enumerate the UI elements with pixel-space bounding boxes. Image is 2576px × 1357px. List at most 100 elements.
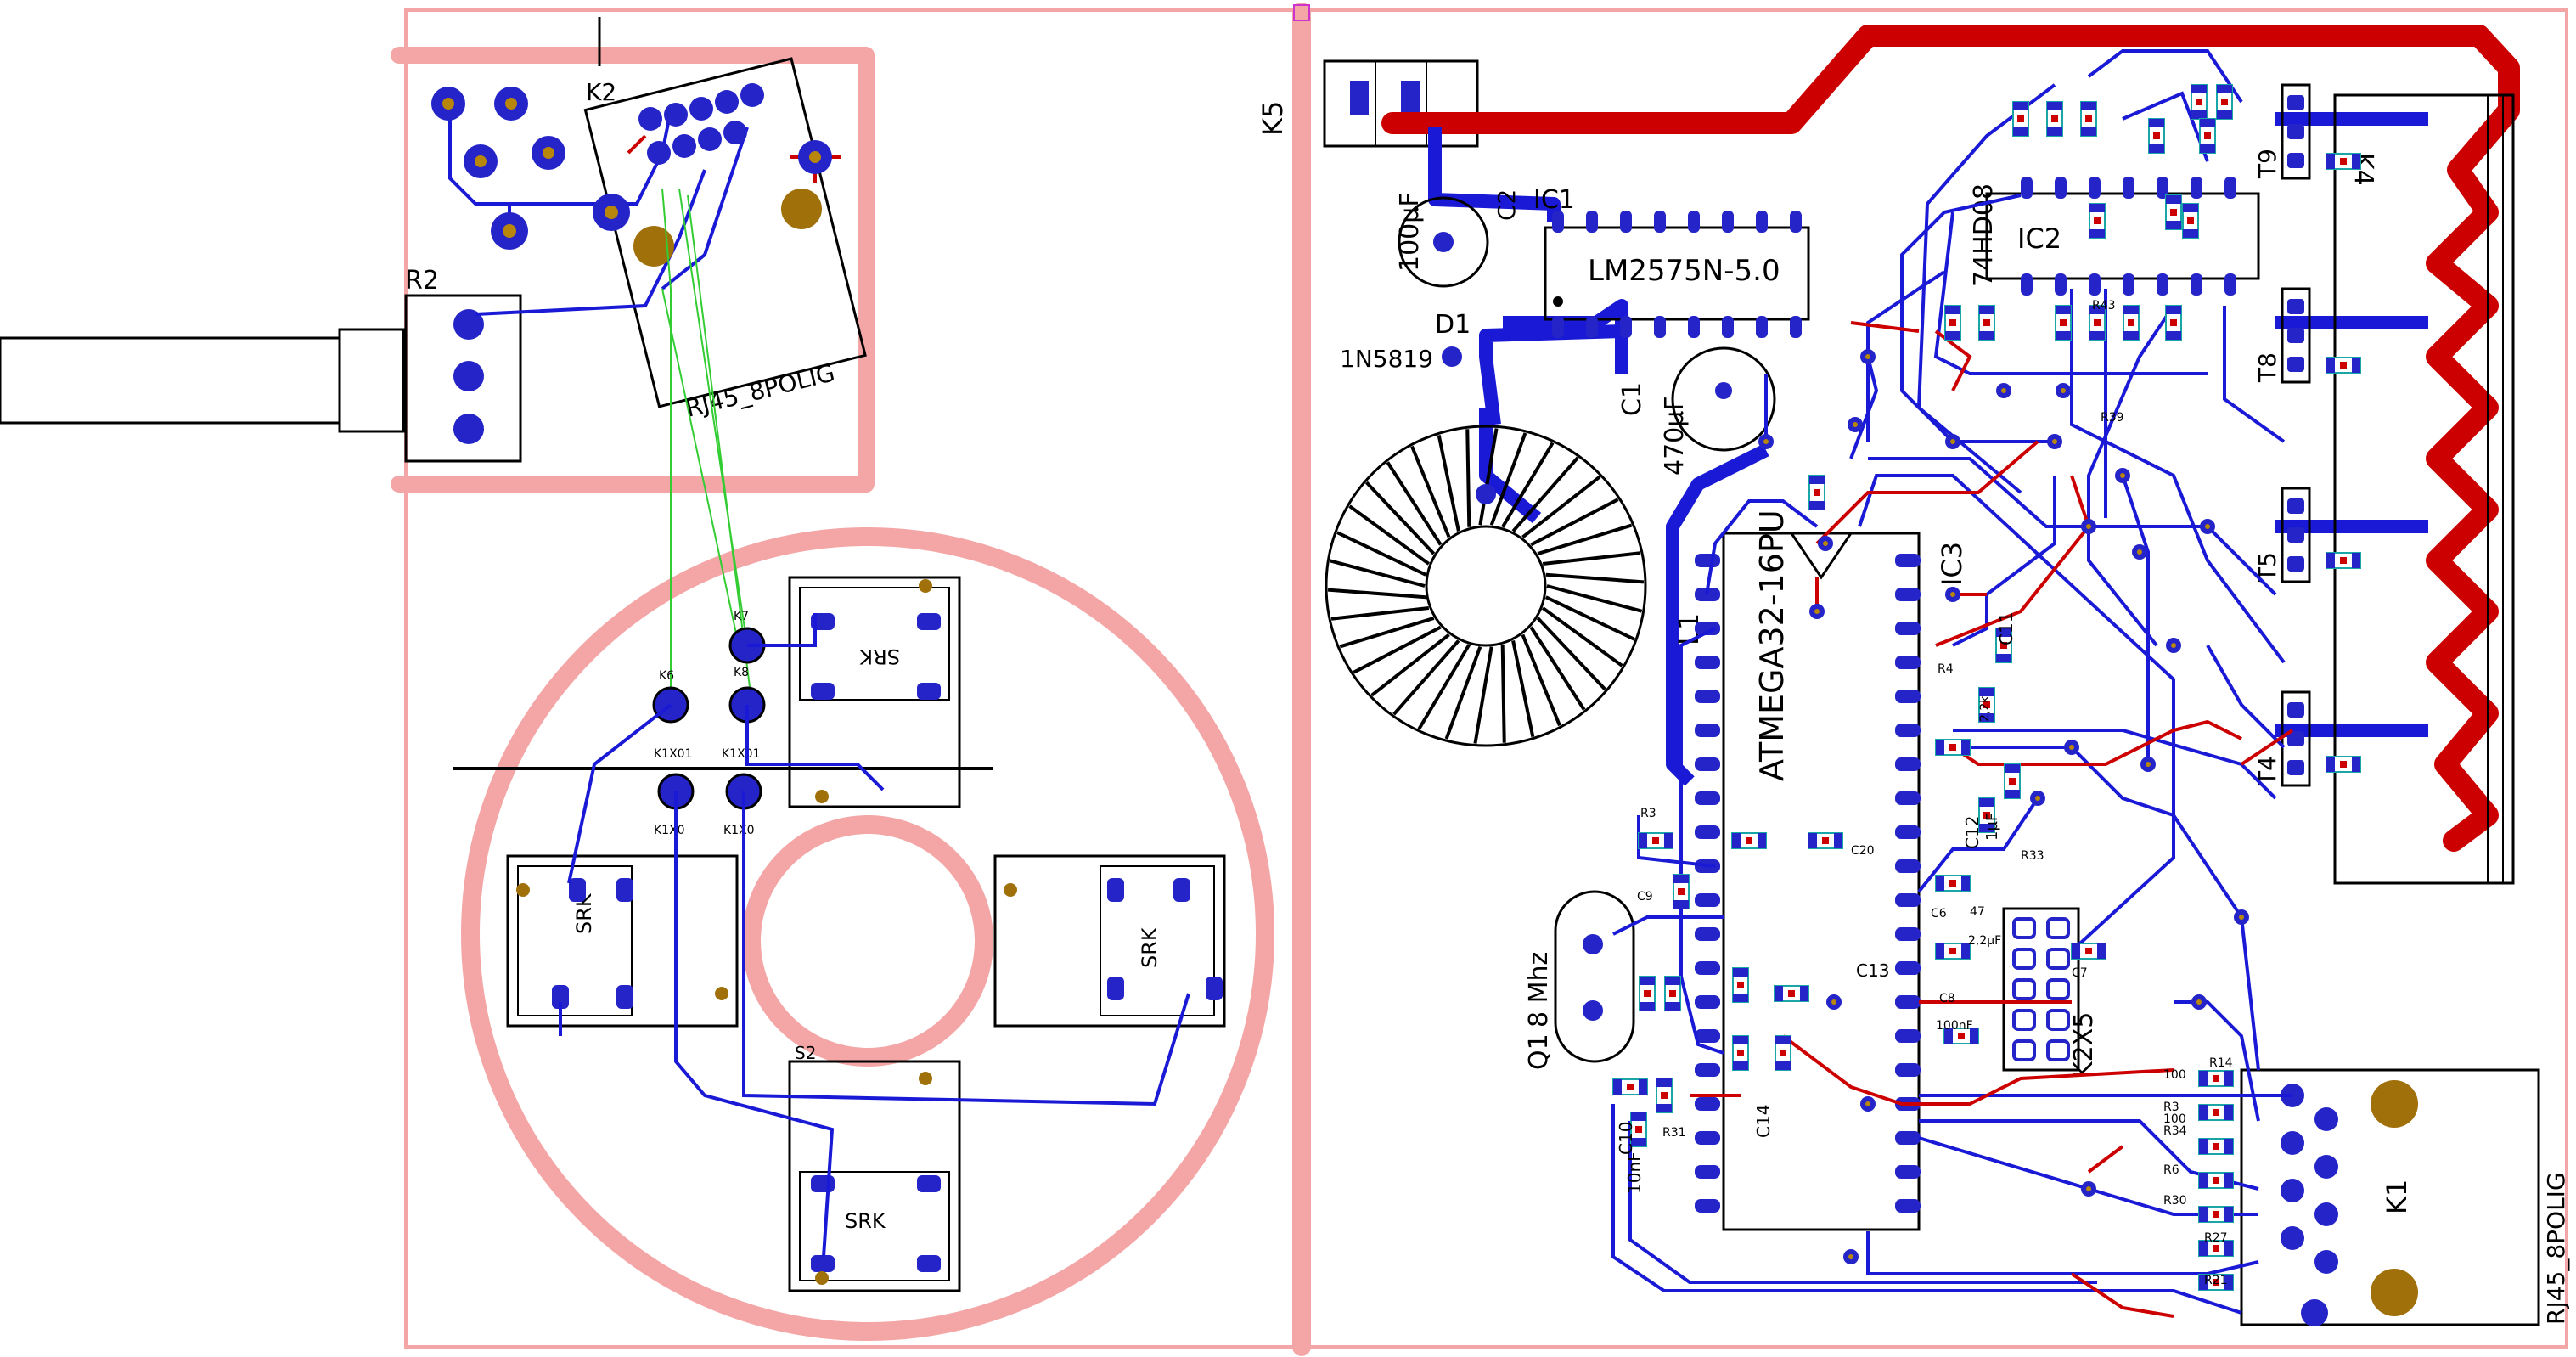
pad-hole <box>815 790 829 803</box>
toroid-winding <box>1330 606 1430 621</box>
toroid-winding <box>1546 584 1643 613</box>
smd-pad <box>1640 1002 1655 1011</box>
t9-ref: T9 <box>2253 149 2281 179</box>
smd-pad <box>2013 127 2028 136</box>
pad-label: K1X0 <box>723 824 755 837</box>
smd-pad <box>2326 553 2335 568</box>
smd-pad <box>2097 943 2106 959</box>
ic3-pin <box>1695 757 1720 771</box>
label-100b: 100 <box>2163 1112 2186 1126</box>
smd-pad <box>2224 1173 2233 1188</box>
label-c20: C20 <box>1851 844 1875 858</box>
toroid-winding <box>1511 456 1579 532</box>
pad <box>698 127 722 151</box>
airwire <box>687 194 752 701</box>
ic3-pin <box>1695 622 1720 635</box>
smd-pad <box>2224 1071 2233 1086</box>
smd-pad <box>2166 331 2181 340</box>
smd-pad <box>2005 764 2020 773</box>
ring-traces <box>559 613 1190 1258</box>
ic3-pin <box>1695 690 1720 703</box>
via-hole <box>2137 549 2142 555</box>
smd-mark <box>2051 115 2058 122</box>
right-board: K5 LM2575N-5.0 IC1 100µF C2 <box>1257 25 2570 1326</box>
smd-pad <box>2352 553 2360 568</box>
ic3-pin <box>1695 656 1720 669</box>
smd-mark <box>2213 1245 2219 1252</box>
mount-hole <box>2371 1080 2418 1128</box>
smd-pad <box>1673 900 1689 909</box>
smd-mark <box>1780 1050 1786 1056</box>
ic3-pin <box>1695 825 1720 839</box>
ic3-pin <box>1695 1029 1720 1043</box>
button-right: SRK <box>993 854 1226 1028</box>
pad <box>1173 878 1190 902</box>
k5-ref: K5 <box>1257 101 1289 136</box>
smd-pad <box>2200 119 2215 127</box>
pad-hole <box>815 1271 829 1285</box>
signal-traces <box>1611 49 2292 1315</box>
smd-mark <box>2213 1143 2219 1150</box>
k5-connector <box>1323 59 1479 148</box>
smd-pad <box>1665 1002 1680 1011</box>
smd-pad <box>1936 740 1944 755</box>
pot-ref: R2 <box>405 266 439 296</box>
smd-pad <box>2123 331 2139 340</box>
smd-mark <box>2085 948 2092 954</box>
pad <box>740 83 764 107</box>
smd-pad <box>2183 229 2198 238</box>
via-hole <box>2205 524 2210 529</box>
pad-hole <box>543 147 554 159</box>
t8-ref: T8 <box>2253 352 2281 383</box>
airwire <box>661 188 672 696</box>
pad-hole <box>809 151 821 163</box>
smd-pad <box>1936 876 1944 891</box>
ic3-pin <box>1895 656 1921 669</box>
k4-body <box>2333 93 2515 885</box>
pad <box>1107 878 1124 902</box>
pad <box>689 97 713 121</box>
toroid-winding <box>1392 639 1460 716</box>
via-hole <box>1950 592 1955 597</box>
ic3-pin <box>1895 622 1921 635</box>
power-trace <box>1381 25 2520 852</box>
c1-value: 470µF <box>1660 396 1690 476</box>
pad <box>1206 977 1223 1000</box>
ic3-pin <box>1895 825 1921 839</box>
smd-pad <box>1733 1036 1748 1044</box>
smd-pad <box>2047 102 2062 110</box>
smd-pad <box>2326 757 2335 772</box>
smd-pad <box>1733 994 1748 1002</box>
smd-mark <box>1652 837 1659 844</box>
smd-pad <box>2166 221 2181 229</box>
label-r3: R3 <box>1640 807 1656 820</box>
label-1uf: 1µF <box>1983 813 2001 841</box>
smd-pad <box>2199 1139 2208 1154</box>
pad-hole <box>919 1072 932 1085</box>
smd-mark <box>1669 990 1676 997</box>
ic1-value: LM2575N-5.0 <box>1588 254 1780 288</box>
smd-pad <box>1945 306 1960 314</box>
smd-pad <box>1970 1028 1978 1044</box>
q1-pad <box>1583 1000 1603 1021</box>
pad-hole <box>1004 883 1017 897</box>
smd-pad <box>1979 306 1994 314</box>
smd-mark <box>2204 132 2211 139</box>
smd-pad <box>2005 790 2020 798</box>
l1-toroid <box>1327 428 1645 744</box>
mount-hole <box>781 189 822 229</box>
ic3-pin <box>1695 724 1720 737</box>
ic3-pin <box>1695 995 1720 1009</box>
toroid-winding <box>1465 429 1471 527</box>
smd-pad <box>2352 757 2360 772</box>
toroid-winding <box>1521 475 1601 539</box>
ic3-pin <box>1695 927 1720 941</box>
smd-mark <box>1746 837 1752 844</box>
smd-mark <box>1949 319 1956 326</box>
smd-pad <box>2200 144 2215 153</box>
c2-pad <box>1433 232 1454 252</box>
pot-pad-3 <box>453 414 484 444</box>
transistor-t5: T5 <box>2253 487 2311 583</box>
smd-pad <box>2326 358 2335 373</box>
via-hole <box>2239 915 2244 920</box>
